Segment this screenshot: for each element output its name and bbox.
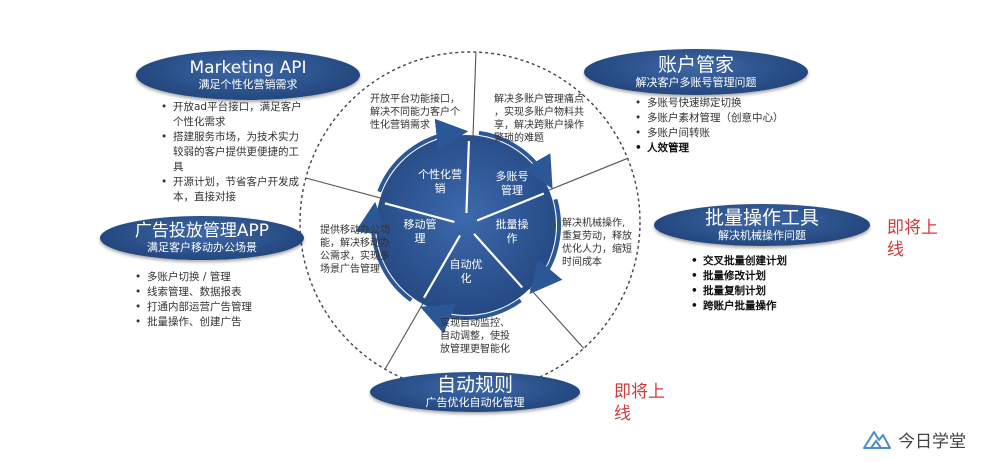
segment-description-line: 重复劳动，释放 (562, 229, 632, 242)
segment-description-line: 公需求，实现多 (320, 249, 390, 262)
marketing-api-pill: Marketing API 满足个性化营销需求 (136, 50, 360, 100)
cycle-arrow (355, 201, 413, 302)
bullet: 跨账户批量操作 (690, 299, 850, 314)
bullet: 打通内部运营广告管理 (134, 300, 294, 315)
hub-divider (465, 141, 471, 214)
brand-logo: 今日学堂 (862, 424, 992, 454)
hub-divider (423, 234, 461, 299)
batch-tool-bullets: 交叉批量创建计划 批量修改计划 批量复制计划 跨账户批量操作 (690, 254, 850, 314)
segment-description-line: 繁琐的难题 (494, 131, 544, 144)
cycle-arrow (420, 298, 522, 334)
segment-description-line: 优化人力，缩短 (562, 242, 632, 255)
bullet: 批量修改计划 (690, 269, 850, 284)
ad-app-pill: 广告投放管理APP 满足客户移动办公场景 (100, 216, 304, 260)
hub-divider (384, 202, 455, 223)
segment-description-line: 自动调整，使投 (440, 329, 510, 342)
segment-description-line: 开放平台功能接口， (370, 92, 460, 105)
hub-segment-label: 批量操 (496, 217, 529, 231)
hub-segment-label: 销 (435, 181, 446, 195)
wheel-hub (376, 135, 556, 315)
cycle-arrow (478, 130, 553, 189)
segment-description-line: 时间成本 (562, 255, 602, 268)
bullet: 多账户切换 / 管理 (134, 270, 294, 285)
bullet: 批量复制计划 (690, 284, 850, 299)
bullet: 多账户间转账 (634, 126, 824, 141)
hub-segment-label: 管理 (501, 183, 523, 197)
hub-segment-label: 多账号 (496, 169, 529, 183)
bullet: 多账号快速绑定切换 (634, 96, 824, 111)
account-mgmt-bullets: 多账号快速绑定切换 多账户素材管理（创意中心） 多账户间转账 人效管理 (634, 96, 824, 156)
segment-description-line: 放管理更智能化 (440, 342, 510, 355)
hub-divider-lines (384, 141, 545, 299)
cycle-arrow (377, 118, 469, 193)
segment-description-line: 享，解决跨账户操作 (494, 118, 584, 131)
hub-cycle-arrows (355, 118, 563, 334)
segment-description-line: 性化营销需求 (370, 118, 430, 131)
bullet: 多账户素材管理（创意中心） (634, 111, 824, 126)
segment-description-line: 解决不同能力客户个 (370, 105, 460, 118)
ad-app-subtitle: 满足客户移动办公场景 (147, 241, 257, 254)
hub-segment-label: 作 (507, 232, 518, 245)
hub-divider (476, 192, 545, 222)
ad-app-title: 广告投放管理APP (134, 221, 270, 241)
ad-app-bullets: 多账户切换 / 管理 线索管理、数据报表 打通内部运营广告管理 批量操作、创建广… (134, 270, 294, 330)
batch-coming-soon: 即将上线 (887, 218, 938, 260)
segment-description-line: 实现自动监控、 (440, 316, 510, 329)
bullet: 交叉批量创建计划 (690, 254, 850, 269)
auto-rules-subtitle: 广告优化自动化管理 (425, 396, 525, 409)
batch-tool-pill: 批量操作工具 解决机械操作问题 (654, 204, 870, 246)
auto-coming-soon: 即将上线 (614, 382, 665, 424)
hub-divider (473, 233, 524, 289)
brand-name: 今日学堂 (898, 431, 966, 452)
hub-segment-label: 个性化营 (418, 167, 462, 181)
segment-description-line: 提供移动办公功 (320, 223, 390, 236)
marketing-api-title: Marketing API (189, 58, 307, 78)
batch-tool-title: 批量操作工具 (704, 207, 819, 229)
account-mgmt-subtitle: 解决客户多账号管理问题 (635, 76, 757, 89)
hub-segment-label: 移动管 (404, 217, 437, 231)
marketing-api-subtitle: 满足个性化营销需求 (198, 78, 298, 91)
hub-segment-label: 化 (461, 271, 472, 285)
account-mgmt-title: 账户管家 (657, 54, 734, 76)
segment-description-line: 能，解决移动办 (320, 236, 390, 249)
cycle-arrow (529, 198, 563, 294)
segment-description-line: 解决机械操作, (562, 216, 625, 229)
batch-tool-subtitle: 解决机械操作问题 (718, 229, 806, 242)
brand-mountain-icon (863, 431, 891, 449)
hub-segment-label: 自动优 (450, 258, 483, 271)
hub-segment-label: 理 (415, 232, 426, 245)
segment-description-line: ，实现多账户物料共 (494, 105, 584, 118)
segment-description-line: 解决多账户管理痛点 (494, 92, 584, 105)
auto-rules-title: 自动规则 (436, 374, 513, 396)
bullet: 批量操作、创建广告 (134, 315, 294, 330)
bullet: 人效管理 (634, 141, 824, 156)
auto-rules-pill: 自动规则 广告优化自动化管理 (370, 372, 580, 412)
segment-description-line: 场景广告管理 (320, 262, 380, 275)
account-mgmt-pill: 账户管家 解决客户多账号管理问题 (584, 49, 808, 95)
bullet: 线索管理、数据报表 (134, 285, 294, 300)
